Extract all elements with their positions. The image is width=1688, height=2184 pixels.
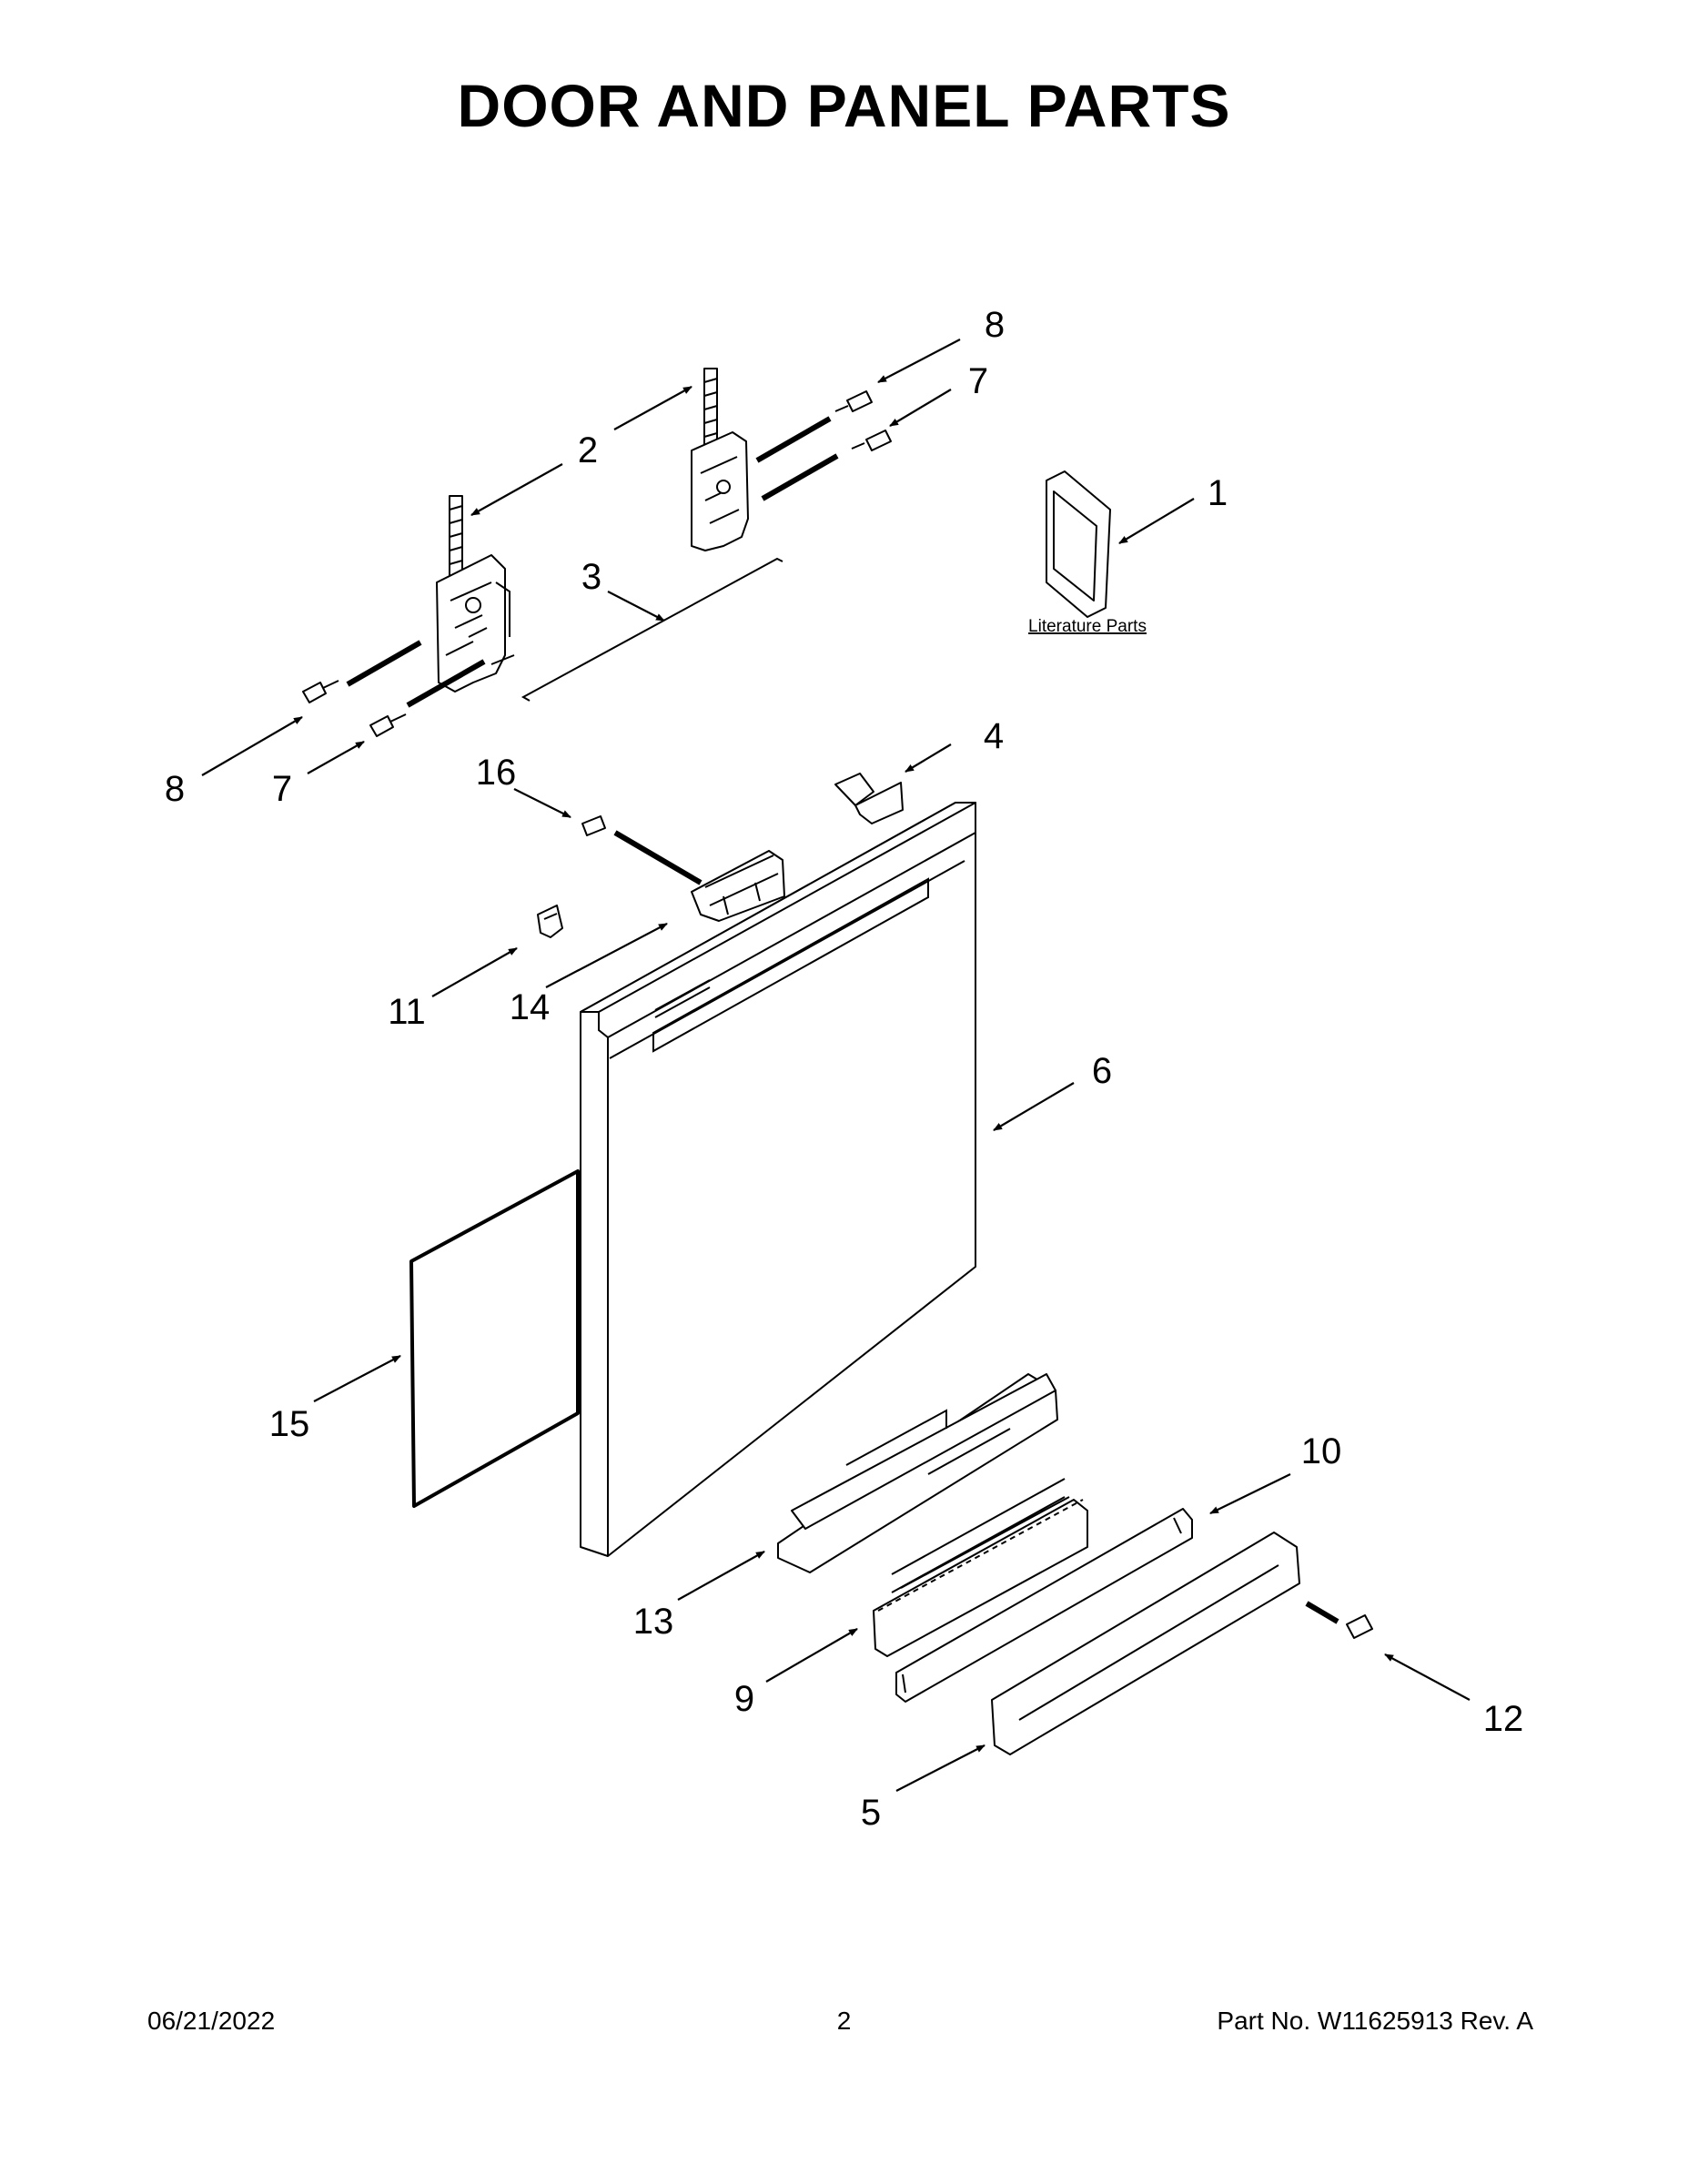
latch-screw <box>581 815 702 885</box>
literature-parts-link[interactable]: Literature Parts <box>1028 617 1147 636</box>
callout-13: 13 <box>633 1602 674 1642</box>
lower-rail <box>895 1508 1193 1703</box>
callout-6: 6 <box>1092 1051 1112 1091</box>
hinge-screw-right-8 <box>755 390 873 463</box>
hinge-screw-left-8 <box>302 640 422 703</box>
callout-2: 2 <box>578 430 598 470</box>
callout-5: 5 <box>861 1793 881 1833</box>
page-title: DOOR AND PANEL PARTS <box>457 72 1231 139</box>
door-latch <box>691 850 785 922</box>
door-insulation <box>409 1169 580 1508</box>
footer-page-number: 2 <box>836 2007 852 2035</box>
door-hinge-left <box>436 495 515 693</box>
footer-date: 06/21/2022 <box>147 2007 276 2035</box>
door-hinge-right <box>691 368 749 551</box>
kick-plate <box>991 1532 1300 1755</box>
callout-14: 14 <box>510 987 551 1027</box>
callout-1: 1 <box>1208 473 1228 513</box>
callout-12: 12 <box>1483 1699 1524 1739</box>
callout-8-left: 8 <box>165 769 185 809</box>
callout-9: 9 <box>734 1679 754 1719</box>
footer-part-number: Part No. W11625913 Rev. A <box>1217 2007 1533 2035</box>
callout-4: 4 <box>984 716 1004 756</box>
callout-16: 16 <box>476 753 517 793</box>
outer-door-panel <box>580 802 976 1557</box>
callout-10: 10 <box>1301 1431 1342 1471</box>
callout-7-right: 7 <box>968 361 988 401</box>
callout-15: 15 <box>269 1404 310 1444</box>
hinge-screw-left-7 <box>369 659 486 737</box>
door-clip <box>537 905 563 938</box>
callout-8-right: 8 <box>985 305 1005 345</box>
hinge-screw-right-7 <box>761 430 892 501</box>
callout-11: 11 <box>388 992 426 1032</box>
door-bracket <box>834 773 904 824</box>
callout-3: 3 <box>581 557 601 597</box>
callout-7-left: 7 <box>272 769 292 809</box>
kick-plate-screw <box>1305 1601 1373 1639</box>
literature-parts <box>1046 470 1111 618</box>
leader-arrows <box>201 339 1471 1792</box>
panel-bracket <box>873 1478 1088 1657</box>
toe-panel <box>777 1373 1058 1573</box>
hinge-wire <box>521 557 783 702</box>
